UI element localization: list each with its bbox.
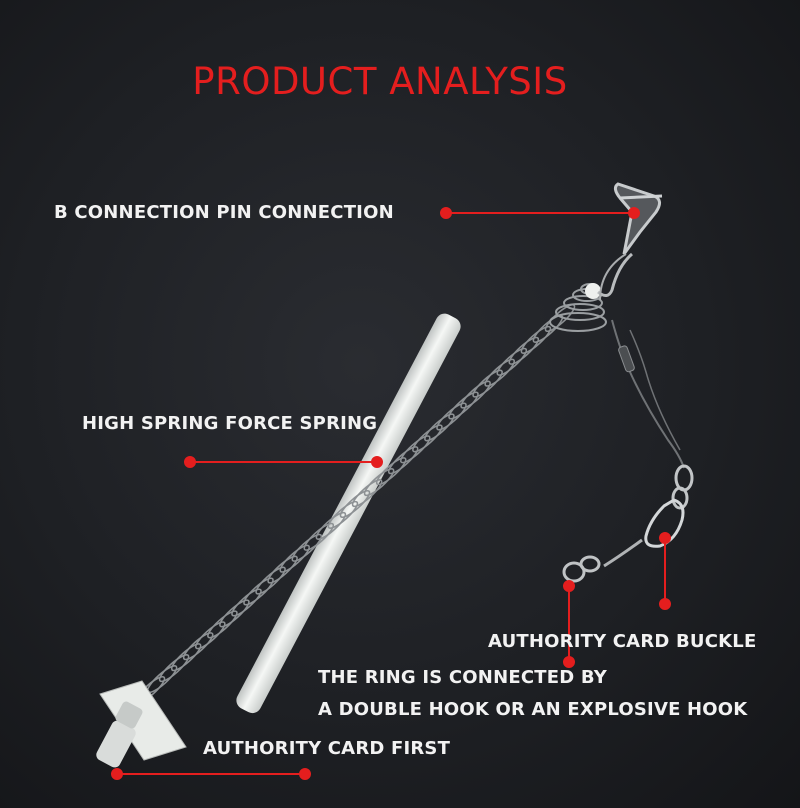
label-ring-line2: A DOUBLE HOOK OR AN EXPLOSIVE HOOK <box>318 699 748 720</box>
callout-dot-spring-end <box>371 456 383 468</box>
callout-dot-spring-start <box>184 456 196 468</box>
spring-coil <box>472 369 503 398</box>
spring-coil <box>520 325 552 354</box>
callout-lines <box>111 207 671 780</box>
spring-coil <box>146 665 178 694</box>
leader-wire <box>611 319 685 469</box>
callout-dot-ring-start <box>563 580 575 592</box>
spring-coil <box>158 654 190 683</box>
spring-coil <box>279 544 311 573</box>
spring-coil <box>303 522 335 551</box>
page-title: PRODUCT ANALYSIS <box>192 60 568 103</box>
plastic-rod <box>236 313 461 714</box>
spring-coil <box>412 424 443 453</box>
bottom-flange <box>96 680 187 768</box>
spring-coil <box>508 336 540 365</box>
spring-coil <box>448 391 479 420</box>
crimp-sleeve <box>618 345 635 373</box>
spring-coil <box>243 577 274 606</box>
callout-dot-ring-end <box>563 656 575 668</box>
spring-coil <box>194 621 226 650</box>
spring-coil <box>399 435 431 464</box>
callout-dot-pin-start <box>440 207 452 219</box>
spring-coil <box>424 413 455 442</box>
callout-dot-first-start <box>111 768 123 780</box>
spring-coil <box>267 555 298 584</box>
callout-dot-first-end <box>299 768 311 780</box>
snap-swivel-top <box>597 182 663 301</box>
callout-dot-buckle-end <box>659 598 671 610</box>
label-ring-line1: THE RING IS CONNECTED BY <box>318 667 607 688</box>
label-spring: HIGH SPRING FORCE SPRING <box>82 413 378 434</box>
barrel-swivel <box>562 555 601 583</box>
spring-coil <box>231 588 262 617</box>
spring-coil <box>460 380 491 409</box>
spring-coil <box>182 632 214 661</box>
label-connection-pin: B CONNECTION PIN CONNECTION <box>54 202 394 223</box>
label-card-buckle: AUTHORITY CARD BUCKLE <box>488 631 757 652</box>
callout-dot-pin-end <box>628 207 640 219</box>
callout-dot-buckle-start <box>659 532 671 544</box>
spring-coil <box>387 446 419 475</box>
spring-coil <box>219 599 250 628</box>
spring-coil <box>375 457 407 486</box>
spring-coil <box>351 479 383 508</box>
label-card-first: AUTHORITY CARD FIRST <box>203 738 451 759</box>
spring-coil <box>255 566 286 595</box>
spring-coil <box>291 533 323 562</box>
spring-coil <box>363 468 395 497</box>
spring-coil <box>339 489 371 519</box>
spring-coil <box>532 314 564 343</box>
spring-coils <box>134 303 576 705</box>
snap-swivel-bottom <box>603 464 694 568</box>
spring-coil <box>207 610 238 639</box>
spring-coil <box>315 511 347 540</box>
spring-coil <box>496 347 528 376</box>
rod-tip <box>585 283 601 299</box>
spring-coil <box>484 358 516 387</box>
spring-coil <box>436 402 467 431</box>
spring-coil <box>327 500 359 529</box>
spring-coil <box>170 643 202 672</box>
